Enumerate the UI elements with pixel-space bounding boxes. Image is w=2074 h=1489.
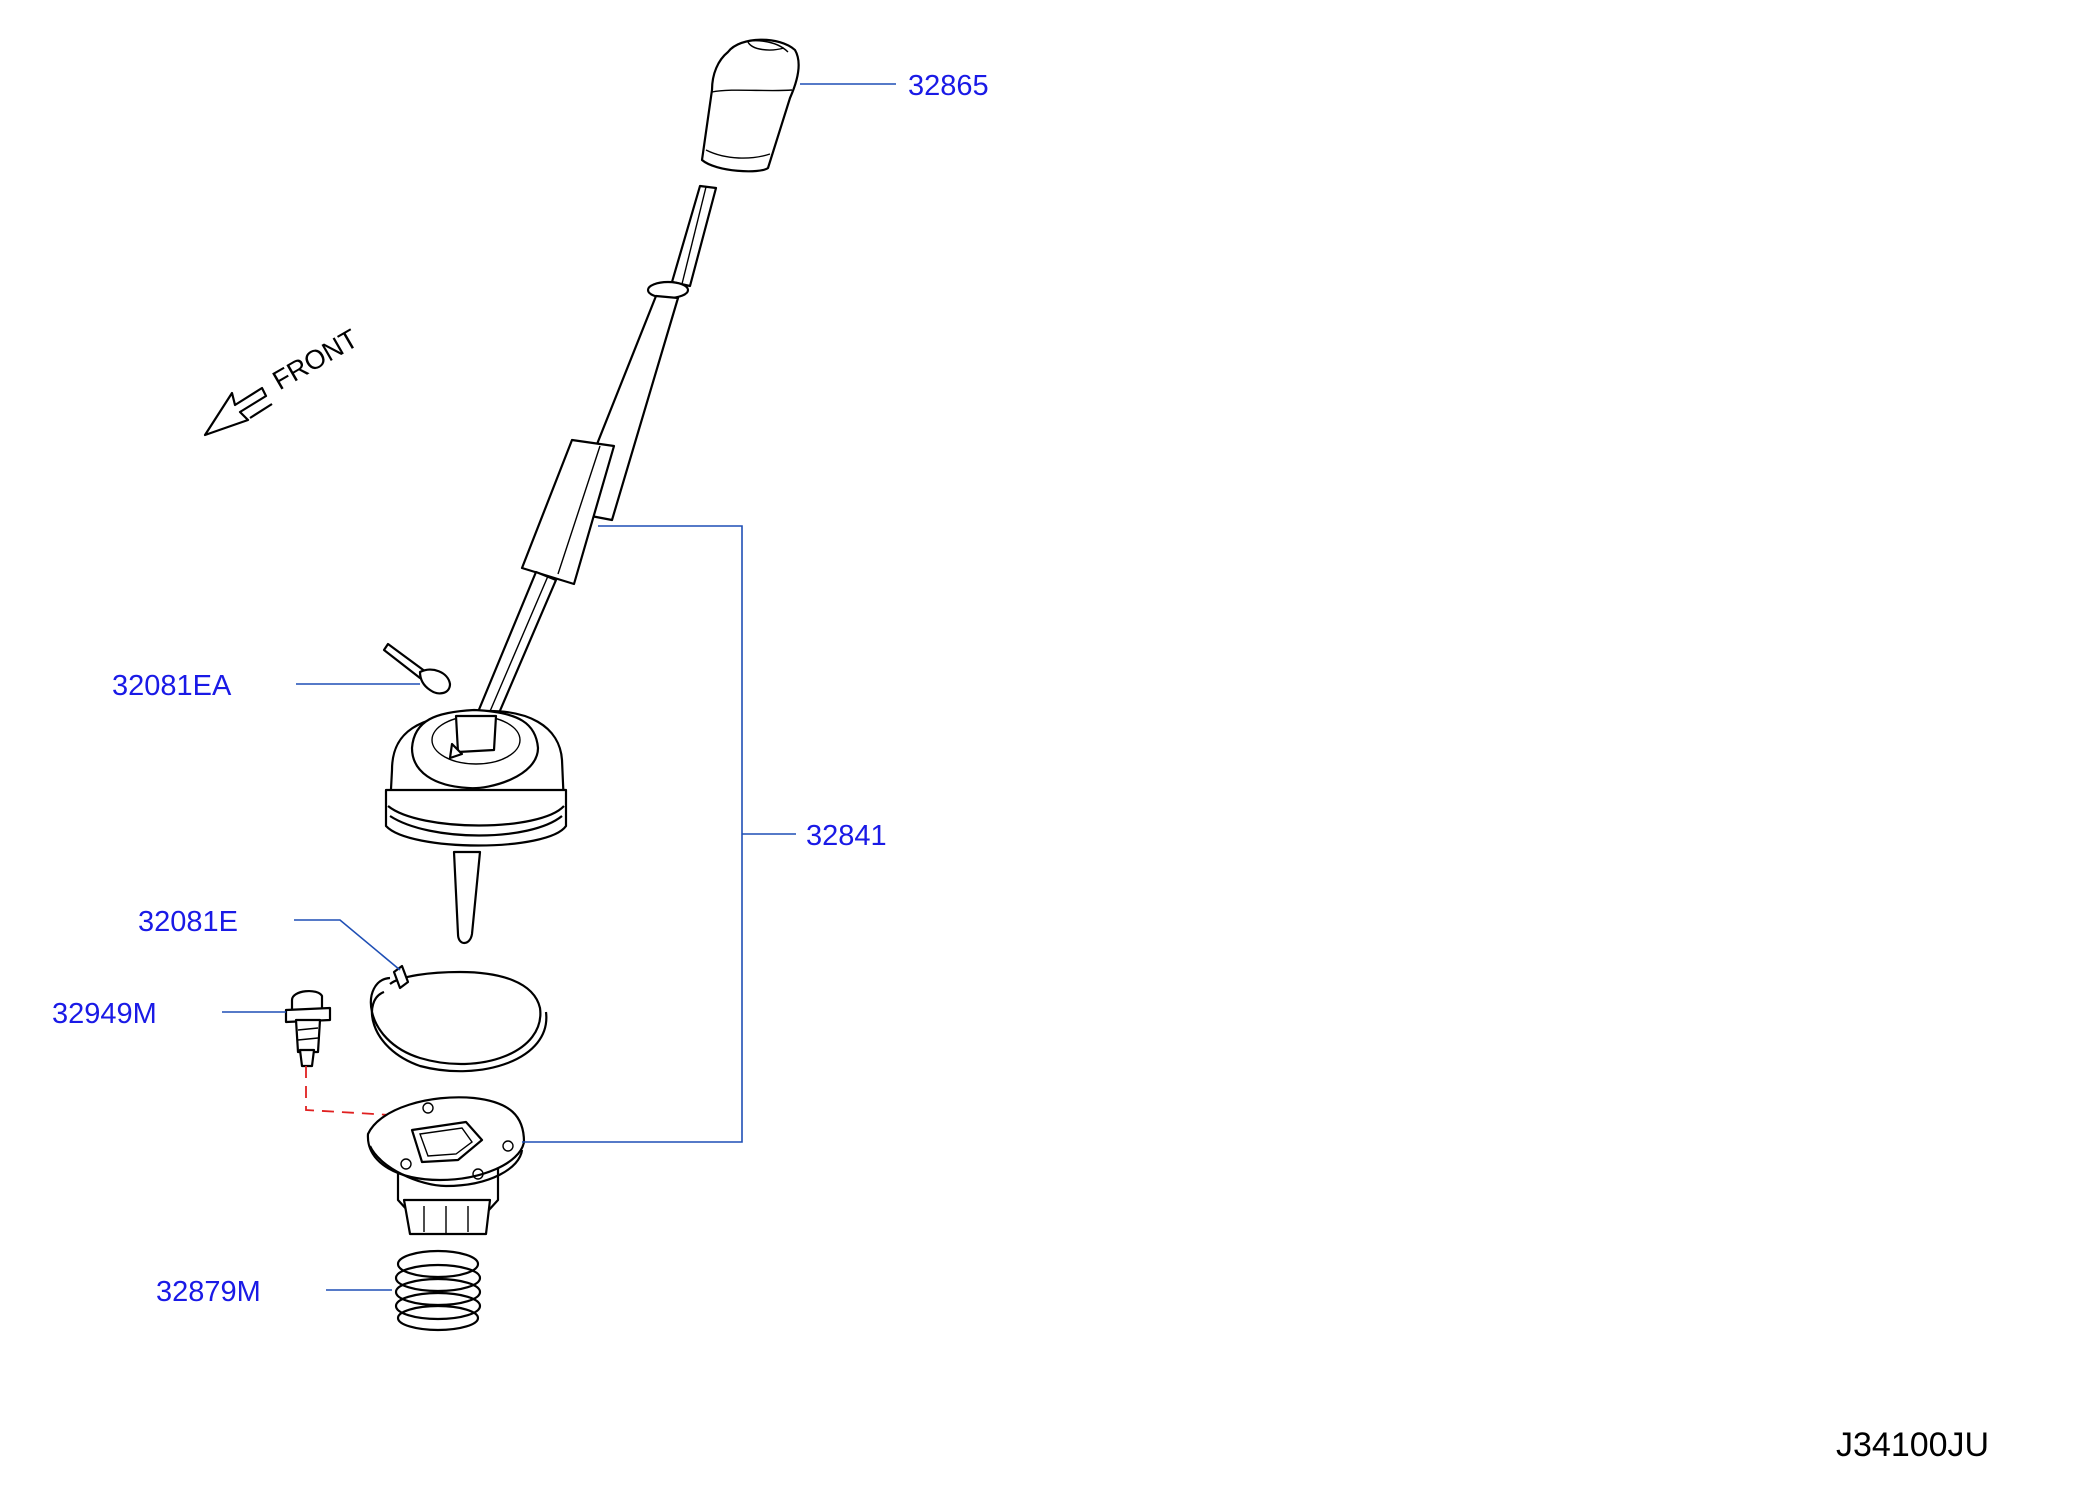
part-label-32879M[interactable]: 32879M	[156, 1276, 261, 1308]
spring-32879M	[394, 1249, 482, 1332]
clip-32081E	[369, 964, 548, 1073]
shift-lever	[476, 184, 718, 722]
bolt-32949M	[284, 990, 332, 1068]
front-direction-arrow-icon	[203, 386, 273, 437]
shift-knob	[700, 38, 800, 173]
part-label-32841[interactable]: 32841	[806, 820, 887, 852]
leader-lines	[222, 83, 896, 1291]
part-label-32081EA[interactable]: 32081EA	[112, 670, 232, 702]
pin-32081EA	[382, 642, 452, 695]
part-label-32865[interactable]: 32865	[908, 70, 989, 102]
lever-seat	[366, 1096, 526, 1236]
part-label-32081E[interactable]: 32081E	[138, 906, 238, 938]
shift-boot-housing	[384, 708, 568, 945]
part-label-32949M[interactable]: 32949M	[52, 998, 157, 1030]
diagram-code: J34100JU	[1836, 1426, 1990, 1464]
